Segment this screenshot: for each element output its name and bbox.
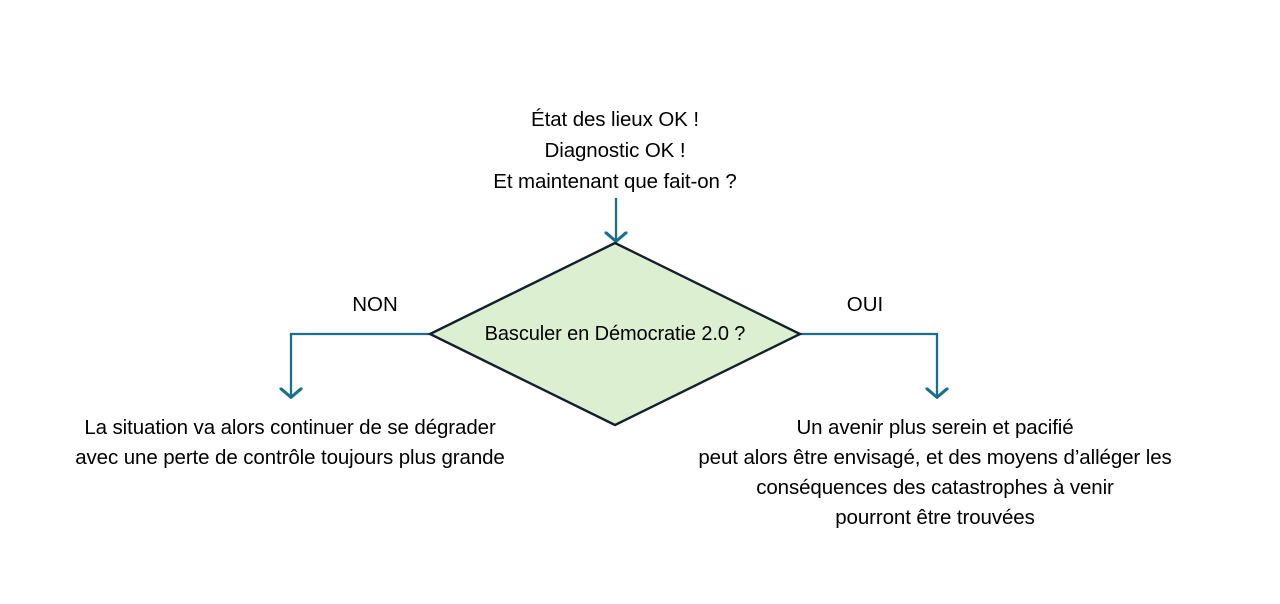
decision-label: Basculer en Démocratie 2.0 ? xyxy=(484,323,746,345)
intro-text: État des lieux OK ! Diagnostic OK ! Et m… xyxy=(493,108,737,193)
branch-label-yes: OUI xyxy=(846,293,884,316)
outcome-text-no: La situation va alors continuer de se dé… xyxy=(75,416,505,469)
outcome-text-yes: Un avenir plus serein et pacifié peut al… xyxy=(698,416,1172,529)
arrow-down-icon xyxy=(800,332,937,396)
connector-decision-no xyxy=(291,332,430,396)
arrow-down-icon xyxy=(291,332,430,396)
decision-diamond[interactable] xyxy=(427,241,803,427)
connector-decision-yes xyxy=(800,332,937,396)
branch-label-no: NON xyxy=(352,293,398,316)
